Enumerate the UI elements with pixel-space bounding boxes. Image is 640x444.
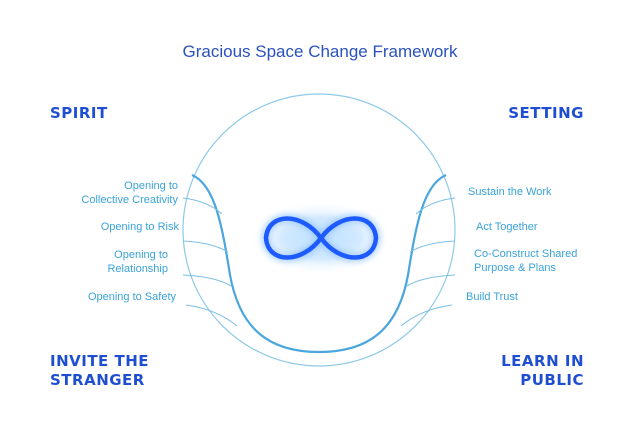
- corner-setting: SETTING: [508, 104, 584, 123]
- u-curve: [191, 173, 447, 354]
- right-label-2-line2: Purpose & Plans: [474, 262, 556, 274]
- right-label-1-line1: Act Together: [476, 221, 538, 233]
- right-label-sustain-the-work: Sustain the Work: [468, 185, 552, 199]
- infinity-icon: [263, 216, 379, 260]
- right-label-2-line1: Co-Construct Shared: [474, 248, 578, 260]
- left-label-relationship: Opening to Relationship: [107, 248, 168, 276]
- right-label-0-line1: Sustain the Work: [468, 186, 552, 198]
- left-label-risk: Opening to Risk: [101, 220, 179, 234]
- left-arcs: [182, 197, 238, 327]
- left-label-2-line1: Opening to: [114, 249, 168, 261]
- right-arcs: [400, 197, 456, 327]
- left-label-collective-creativity: Opening to Collective Creativity: [81, 179, 178, 207]
- diagram-title: Gracious Space Change Framework: [182, 42, 458, 61]
- outer-circle: [182, 93, 456, 367]
- left-label-0-line2: Collective Creativity: [81, 194, 178, 206]
- corner-br-line2: PUBLIC: [520, 371, 584, 389]
- left-label-0-line1: Opening to: [124, 180, 178, 192]
- right-label-build-trust: Build Trust: [466, 290, 518, 304]
- corner-setting-text: SETTING: [508, 104, 584, 122]
- left-label-safety: Opening to Safety: [88, 290, 176, 304]
- corner-br-line1: LEARN IN: [501, 352, 584, 370]
- corner-spirit-text: SPIRIT: [50, 104, 108, 122]
- left-label-3-line1: Opening to Safety: [87, 291, 176, 303]
- corner-bl-line1: INVITE THE: [50, 352, 150, 370]
- corner-learn-in-public: LEARN IN PUBLIC: [501, 352, 584, 390]
- left-label-1-line1: Opening to Risk: [100, 221, 179, 233]
- corner-bl-line2: STRANGER: [50, 371, 145, 389]
- corner-invite-the-stranger: INVITE THE STRANGER: [50, 352, 149, 390]
- corner-spirit: SPIRIT: [50, 104, 108, 123]
- right-label-co-construct: Co-Construct Shared Purpose & Plans: [474, 247, 577, 275]
- right-label-3-line1: Build Trust: [466, 291, 518, 303]
- left-label-2-line2: Relationship: [107, 263, 168, 275]
- right-label-act-together: Act Together: [476, 220, 538, 234]
